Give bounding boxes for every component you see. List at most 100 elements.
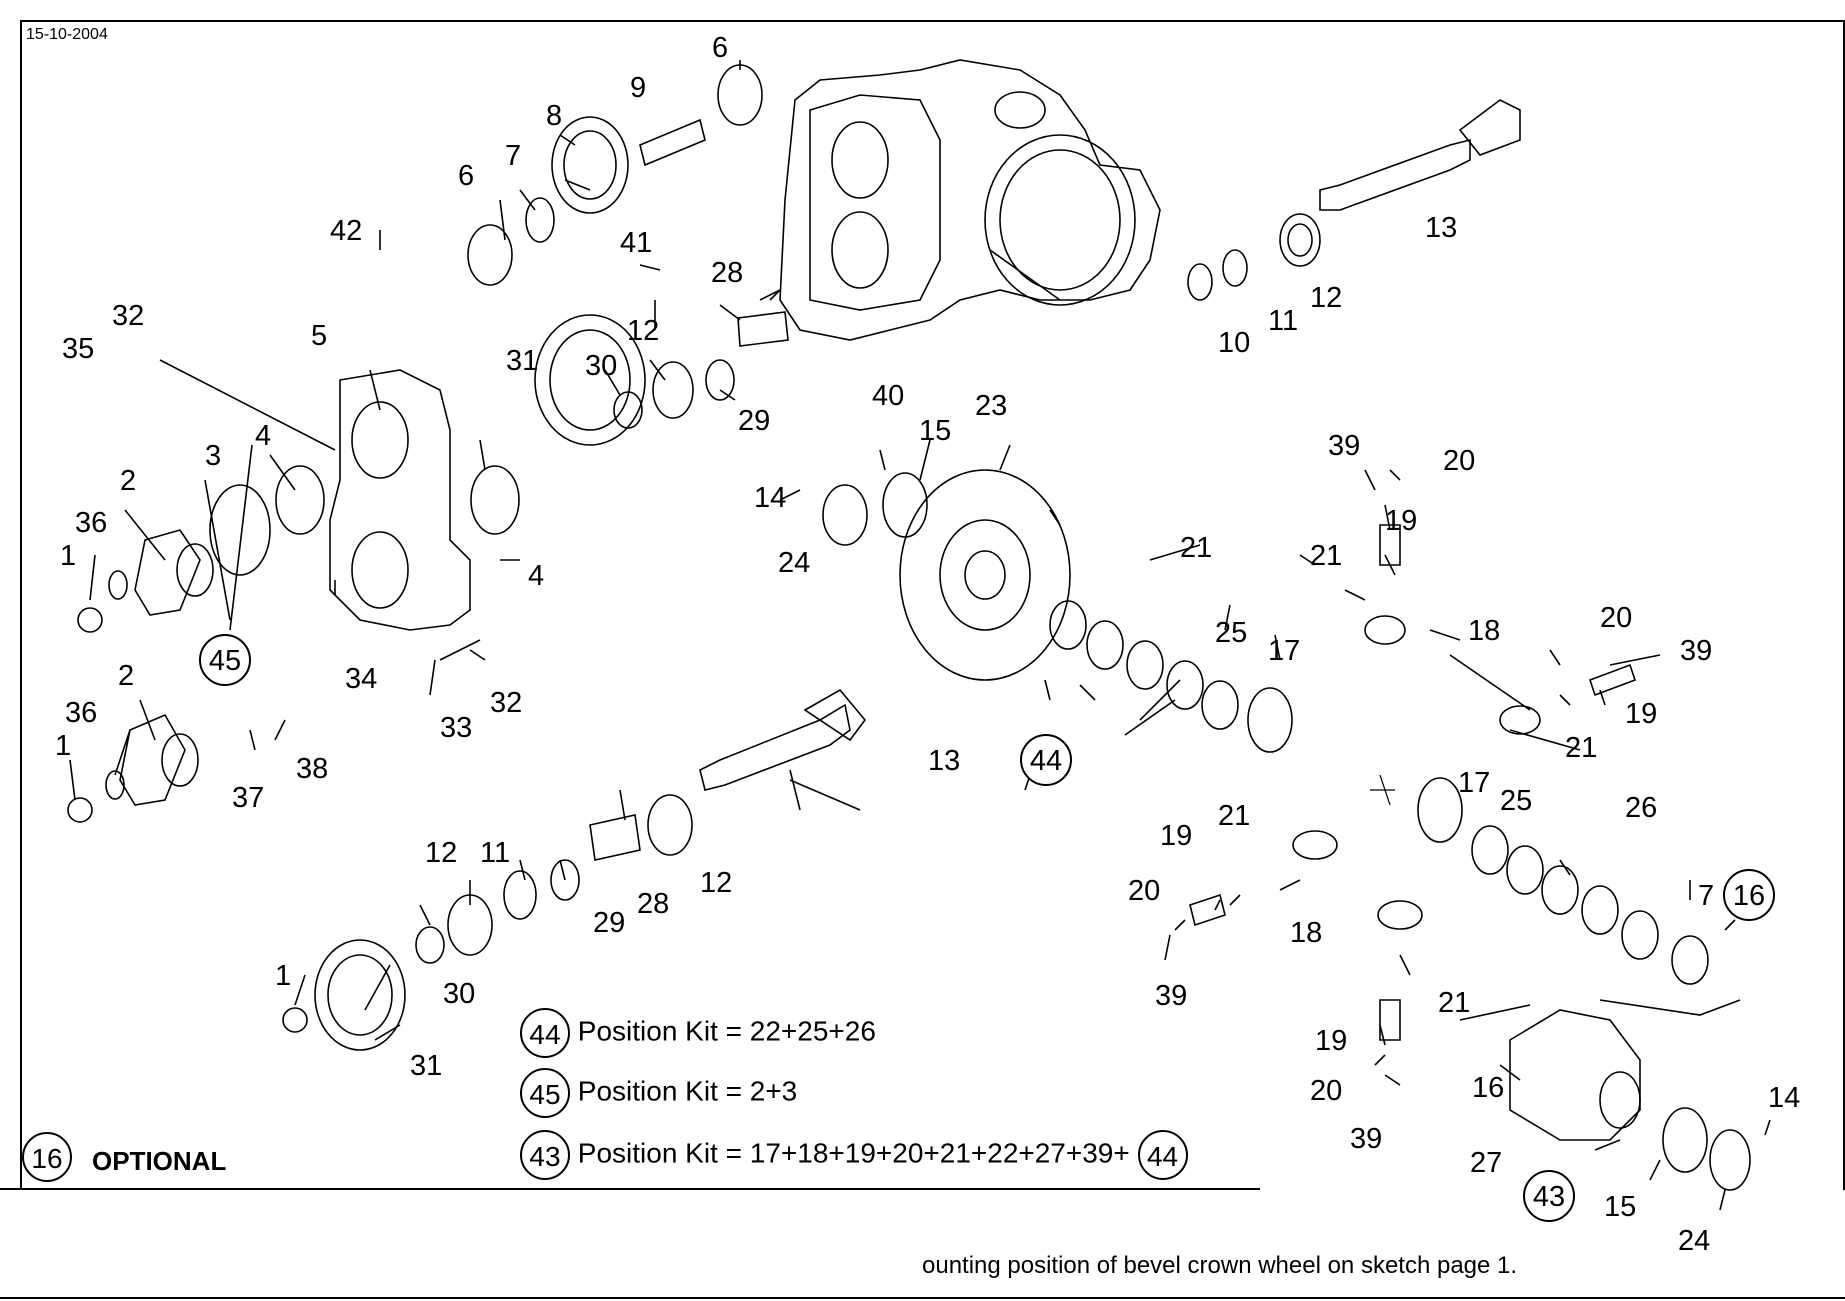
optional-label: OPTIONAL [92,1146,227,1176]
callout-label: 28 [711,257,743,289]
callout-label: 15 [919,415,951,447]
lower-pinion-shaft [699,688,867,791]
callout-label: 19 [1315,1025,1347,1057]
callout-label: 28 [637,888,669,920]
optional-marker: 16 [22,1132,72,1182]
circled-callout-45: 45 [199,634,251,686]
callout-label: 29 [738,405,770,437]
callout-label: 13 [1425,212,1457,244]
ring-7 [525,197,555,243]
callout-label: 11 [1268,305,1298,337]
callout-label: 9 [630,72,646,104]
callout-label: 27 [1470,1147,1502,1179]
callout-label: 21 [1565,732,1597,764]
nut-30-lower [415,926,445,964]
ring-29-lower [550,859,580,901]
planet-gear-18-lower-a [1292,830,1338,860]
callout-label: 20 [1600,602,1632,634]
svg-text:16: 16 [1733,880,1765,912]
sleeve-28-lower [589,814,641,861]
pin-19-right [1588,663,1637,697]
bearing-15 [882,472,928,538]
callout-label: 29 [593,907,625,939]
callout-label: 21 [1438,987,1470,1019]
callout-label: 20 [1443,445,1475,477]
planet-gear-18-upper [1364,615,1406,645]
crown-wheel [899,469,1071,681]
callout-label: 20 [1310,1075,1342,1107]
callout-label: 6 [458,160,474,192]
callout-label: 38 [296,753,328,785]
callout-label: 10 [1218,327,1250,359]
planet-gear-18-lower-b [1377,900,1423,930]
circled-callout-16: 16 [1723,869,1775,921]
sleeve-28-upper [737,311,789,347]
callout-label: 25 [1500,785,1532,817]
callout-label: 39 [1155,980,1187,1012]
callout-label: 34 [345,663,377,695]
nut-1-upper [77,607,103,633]
frame-bottom-rule [0,1188,1260,1190]
yoke-flange-lower [119,713,199,806]
kit-45-definition: 45 Position Kit = 2+3 [520,1068,797,1118]
callout-label: 15 [1604,1191,1636,1223]
kit-text: Position Kit = 17+18+19+20+21+22+27+39+ [577,1137,1130,1169]
callout-label: 26 [1625,792,1657,824]
circled-callout-44: 44 [1020,734,1072,786]
callout-label: 31 [410,1050,442,1082]
seal-4-right [470,465,520,535]
page-bottom-rule [0,1297,1845,1299]
callout-label: 35 [62,333,94,365]
bearing-12-upper [652,361,694,419]
kit-text: Position Kit = 2+3 [577,1075,798,1107]
callout-label: 4 [528,560,544,592]
kit-number-badge: 43 [520,1130,570,1180]
gear-31-upper [534,314,646,446]
seal-ring-3 [209,484,271,576]
callout-label: 19 [1385,505,1417,537]
bearing-6-mid [467,224,513,286]
callout-label: 19 [1625,698,1657,730]
date-stamp: 15-10-2004 [26,26,108,43]
callout-label: 25 [1215,617,1247,649]
callout-label: 37 [232,782,264,814]
side-gear-17-lower [1417,777,1463,843]
o-ring-36-lower [105,770,125,800]
callout-label: 6 [712,32,728,64]
differential-case-27 [1509,1009,1641,1141]
callout-label: 12 [1310,282,1342,314]
differential-discs-lower [1471,825,1709,985]
callout-label: 14 [754,482,786,514]
adjusting-ring-24 [822,484,868,546]
callout-label: 1 [60,540,76,572]
bearing-15-lower [1662,1107,1708,1173]
callout-label: 5 [311,320,327,352]
pin-19-left [1189,893,1226,927]
callout-label: 4 [255,420,271,452]
ring-11-lower [503,870,537,920]
kit-44-definition: 44 Position Kit = 22+25+26 [520,1008,876,1058]
callout-label: 41 [620,227,652,259]
callout-label: 42 [330,215,362,247]
callout-label: 8 [546,100,562,132]
kit-number-badge: 45 [520,1068,570,1118]
callout-label: 21 [1180,532,1212,564]
callout-label: 24 [1678,1225,1710,1257]
callout-label: 1 [55,730,71,762]
callout-label: 7 [505,140,521,172]
yoke-flange-upper [134,529,214,616]
callout-label: 36 [65,697,97,729]
bearing-12-lower-a [647,794,693,856]
ring-29-upper [705,359,735,401]
differential-discs-upper [1049,600,1239,730]
callout-label: 24 [778,547,810,579]
callout-label: 30 [443,978,475,1010]
callout-label: 21 [1218,800,1250,832]
gear-8 [551,116,629,214]
o-ring-36-upper [108,570,128,600]
planet-gear-18-right [1499,705,1541,735]
callout-label: 20 [1128,875,1160,907]
callout-label: 31 [506,345,538,377]
callout-label: 14 [1768,1082,1800,1114]
